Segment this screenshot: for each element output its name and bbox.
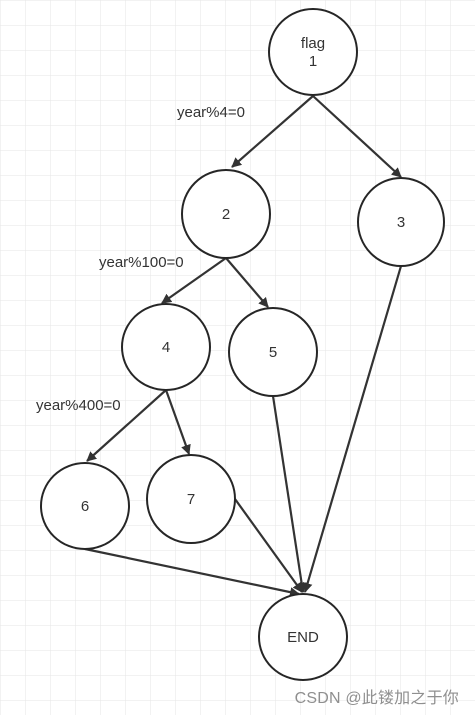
edge-2-to-4	[161, 257, 227, 304]
node-5-label: 5	[269, 344, 277, 361]
node-2: 2	[181, 169, 271, 259]
node-3-label: 3	[397, 214, 405, 231]
node-4: 4	[121, 303, 211, 391]
node-end-circle	[258, 593, 348, 681]
edges-layer	[84, 95, 403, 598]
node-5-circle	[228, 307, 318, 397]
condition-label-year-mod-100: year%100=0	[99, 254, 184, 271]
condition-label-year-mod-400: year%400=0	[36, 397, 121, 414]
node-5: 5	[228, 307, 318, 397]
node-4-label: 4	[162, 339, 170, 356]
edge-2-to-5	[225, 257, 269, 308]
node-6-circle	[40, 462, 130, 550]
node-7: 7	[146, 454, 236, 544]
edge-6-to-end	[84, 547, 300, 598]
edge-3-to-end	[302, 265, 403, 593]
node-6: 6	[40, 462, 130, 550]
node-7-circle	[146, 454, 236, 544]
node-7-label: 7	[187, 491, 195, 508]
edge-5-to-end	[271, 395, 307, 593]
node-3: 3	[357, 177, 445, 267]
node-2-label: 2	[222, 206, 230, 223]
node-2-circle	[181, 169, 271, 259]
edge-4-to-6	[86, 389, 167, 462]
condition-label-year-mod-4: year%4=0	[177, 104, 245, 121]
edge-7-to-end	[234, 498, 303, 593]
node-1-label: flag	[301, 35, 325, 52]
node-4-circle	[121, 303, 211, 391]
node-1-label: 1	[309, 53, 317, 70]
node-end-label: END	[287, 629, 319, 646]
edge-1-to-3	[312, 95, 402, 178]
watermark: CSDN @此镂加之于你	[294, 690, 459, 707]
edge-4-to-7	[164, 389, 191, 455]
node-6-label: 6	[81, 498, 89, 515]
edge-1-to-2	[231, 95, 314, 168]
node-1-circle	[268, 8, 358, 96]
node-3-circle	[357, 177, 445, 267]
node-end: END	[258, 593, 348, 681]
